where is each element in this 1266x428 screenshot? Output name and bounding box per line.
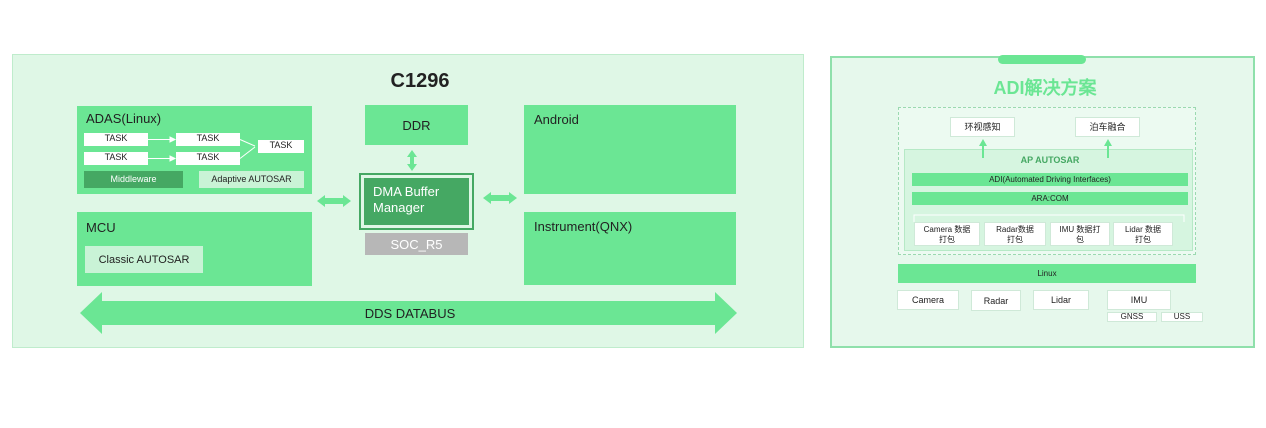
sensor-camera: Camera: [897, 290, 959, 310]
soc-r5-box: SOC_R5: [365, 233, 468, 255]
adas-dma-arrow: [317, 195, 351, 207]
sensor-gnss: GNSS: [1107, 312, 1157, 322]
dma-android-arrow: [483, 192, 517, 204]
pack-imu: IMU 数据打 包: [1050, 222, 1110, 246]
dma-box: DMA Buffer Manager: [364, 178, 469, 225]
surround-perception-box: 环视感知: [950, 117, 1015, 137]
linux-bar: Linux: [898, 264, 1196, 283]
adi-title: ADI解决方案: [993, 78, 1097, 98]
dds-databus-label: DDS DATABUS: [364, 305, 456, 321]
c1296-title: C1296: [390, 70, 450, 92]
task-box-3: TASK: [258, 140, 304, 153]
dds-databus-arrow: [80, 292, 737, 334]
ddr-box: DDR: [365, 105, 468, 145]
sensor-lidar: Lidar: [1033, 290, 1089, 310]
sensor-uss: USS: [1161, 312, 1203, 322]
instrument-title: Instrument(QNX): [534, 219, 633, 234]
sensor-imu: IMU: [1107, 290, 1171, 310]
pack-lidar: Lidar 数据 打包: [1113, 222, 1173, 246]
ap-autosar-label: AP AUTOSAR: [1020, 155, 1080, 165]
up-arrow-right: [1104, 139, 1112, 158]
adaptive-autosar-box: Adaptive AUTOSAR: [199, 171, 304, 188]
mcu-title: MCU: [86, 220, 116, 235]
sensor-radar: Radar: [971, 290, 1021, 311]
up-arrow-left: [979, 139, 987, 158]
android-title: Android: [534, 112, 579, 127]
ddr-dma-arrow: [407, 150, 417, 171]
task-box-4: TASK: [84, 152, 148, 165]
parking-fusion-box: 泊车融合: [1075, 117, 1140, 137]
ara-com-bar: ARA:COM: [912, 192, 1188, 205]
adi-panel-tab: [998, 55, 1086, 64]
task-box-2: TASK: [176, 133, 240, 146]
middleware-box: Middleware: [84, 171, 183, 188]
android-box: [524, 105, 736, 194]
adi-interfaces-bar: ADI(Automated Driving Interfaces): [912, 173, 1188, 186]
instrument-box: [524, 212, 736, 285]
pack-radar: Radar数据 打包: [984, 222, 1046, 246]
task-box-5: TASK: [176, 152, 240, 165]
adas-title: ADAS(Linux): [86, 111, 162, 126]
pack-camera: Camera 数据 打包: [914, 222, 980, 246]
classic-autosar-box: Classic AUTOSAR: [85, 246, 203, 273]
task-box-1: TASK: [84, 133, 148, 146]
